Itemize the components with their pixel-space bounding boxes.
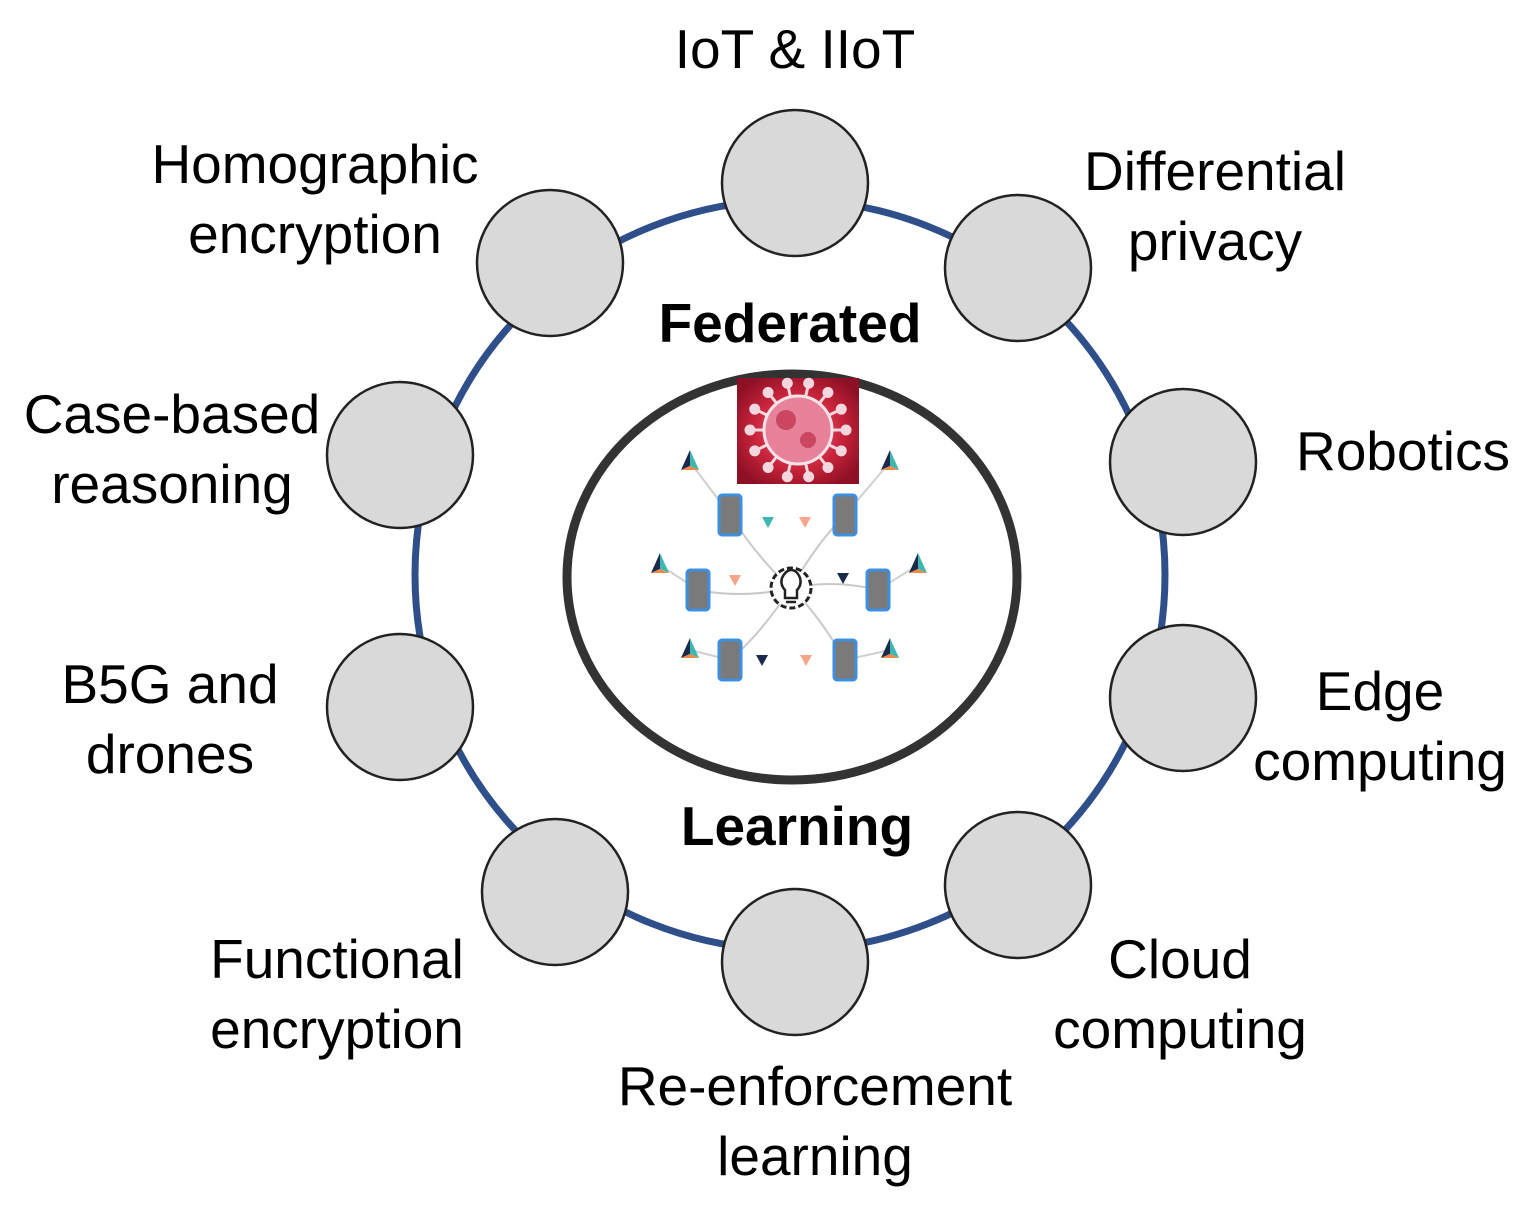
node-circle bbox=[943, 193, 1093, 343]
flow-arrow-icon bbox=[837, 573, 849, 584]
node-label: B5G and bbox=[61, 653, 278, 715]
lightbulb-gear-icon bbox=[769, 566, 813, 610]
node-homographic-encryption: Homographic encryption bbox=[151, 133, 625, 338]
data-cone-icon bbox=[881, 638, 899, 658]
center-title-top: Federated bbox=[659, 292, 922, 354]
node-label: reasoning bbox=[51, 453, 293, 515]
data-cone-icon bbox=[651, 553, 669, 573]
node-circle bbox=[475, 188, 625, 338]
federated-network-icon bbox=[651, 450, 927, 682]
node-iot: IoT & IIoT bbox=[675, 18, 915, 258]
node-circle bbox=[325, 632, 475, 782]
device-icon bbox=[865, 568, 891, 612]
topic-nodes: IoT & IIoT Differential privacyRoboticsEdg… bbox=[24, 18, 1510, 1187]
flow-arrow-icon bbox=[729, 575, 741, 586]
node-label: Re-enforcement bbox=[618, 1055, 1012, 1117]
node-label: IoT & IIoT bbox=[675, 18, 915, 80]
flow-arrow-icon bbox=[756, 655, 768, 666]
node-circle bbox=[1108, 387, 1258, 537]
flow-arrow-icon bbox=[799, 517, 811, 528]
node-cloud-computing: Cloud computing bbox=[943, 810, 1307, 1060]
node-label: Differential bbox=[1084, 140, 1346, 202]
data-cone-icon bbox=[681, 638, 699, 658]
node-label: Edge bbox=[1316, 660, 1444, 722]
node-robotics: Robotics bbox=[1108, 387, 1510, 537]
virus-image bbox=[737, 377, 859, 484]
node-circle bbox=[480, 817, 630, 967]
node-circle bbox=[325, 380, 475, 530]
node-circle bbox=[720, 108, 870, 258]
device-icon bbox=[832, 638, 858, 682]
center-title-bottom: Learning bbox=[681, 795, 913, 857]
device-icon bbox=[717, 638, 743, 682]
node-re-enforcement-learning: Re-enforcement learning bbox=[618, 887, 1012, 1187]
data-cone-icon bbox=[909, 553, 927, 573]
node-label: Cloud bbox=[1108, 928, 1252, 990]
node-label: Homographic bbox=[151, 133, 478, 195]
node-label: Robotics bbox=[1296, 420, 1510, 482]
node-edge-computing: Edge computing bbox=[1108, 623, 1507, 792]
flow-arrow-icon bbox=[762, 517, 774, 528]
node-circle bbox=[720, 887, 870, 1037]
data-cone-icon bbox=[881, 450, 899, 470]
node-label: computing bbox=[1253, 730, 1507, 792]
node-label: drones bbox=[86, 723, 254, 785]
device-icon bbox=[685, 568, 711, 612]
device-icon bbox=[832, 493, 858, 537]
node-label: privacy bbox=[1128, 210, 1303, 272]
node-circle bbox=[943, 810, 1093, 960]
node-label: learning bbox=[717, 1125, 913, 1187]
flow-arrow-icon bbox=[800, 655, 812, 666]
node-label: encryption bbox=[210, 998, 464, 1060]
node-differential-privacy: Differential privacy bbox=[943, 140, 1346, 343]
node-label: encryption bbox=[188, 203, 442, 265]
node-label: Functional bbox=[210, 928, 464, 990]
node-case-based-reasoning: Case-based reasoning bbox=[24, 380, 475, 530]
node-b5g-drones: B5G and drones bbox=[61, 632, 475, 785]
node-circle bbox=[1108, 623, 1258, 773]
device-icon bbox=[717, 493, 743, 537]
node-label: Case-based bbox=[24, 383, 321, 445]
node-functional-encryption: Functional encryption bbox=[210, 817, 630, 1060]
node-label: computing bbox=[1053, 998, 1307, 1060]
data-cone-icon bbox=[681, 450, 699, 470]
